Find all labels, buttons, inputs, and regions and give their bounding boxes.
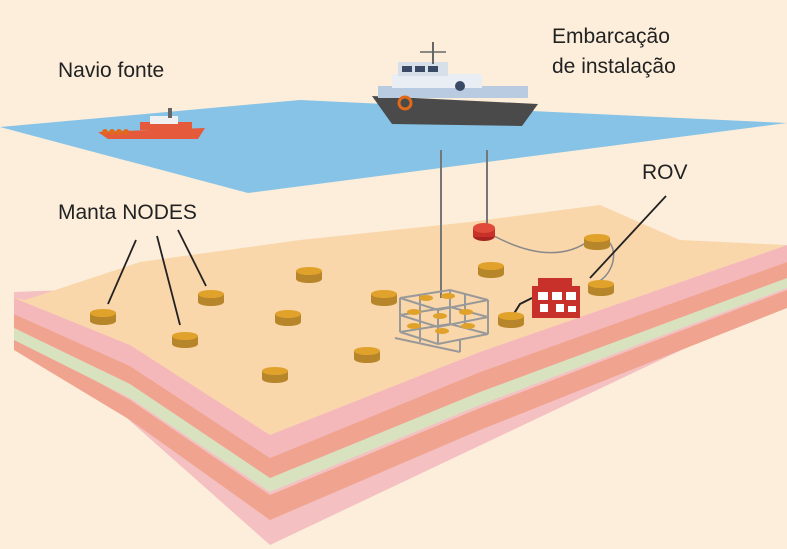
leader-rov — [589, 195, 667, 279]
rov-label: ROV — [642, 161, 688, 184]
rov-icon — [509, 278, 580, 321]
sea-surface — [0, 100, 787, 193]
seismic-node-icon — [407, 323, 421, 329]
buoy-icon — [473, 223, 495, 241]
leader-nodes-1 — [107, 239, 137, 305]
seismic-node-icon — [461, 323, 475, 329]
seismic-node-icon — [262, 367, 288, 383]
installation-vessel-ship-icon — [372, 42, 538, 126]
seismic-node-icon — [275, 310, 301, 326]
seismic-node-icon — [198, 290, 224, 306]
seismic-node-icon — [433, 313, 447, 319]
seismic-node-icon — [478, 262, 504, 278]
seismic-nodes — [90, 234, 614, 383]
stratum-pink-upper — [14, 245, 787, 458]
stratum-salmon-upper — [14, 262, 787, 478]
leader-nodes-2 — [156, 235, 181, 326]
seismic-node-icon — [354, 347, 380, 363]
seismic-node-icon — [584, 234, 610, 250]
seismic-node-icon — [435, 328, 449, 334]
node-basket-icon — [394, 288, 489, 353]
seismic-node-icon — [296, 267, 322, 283]
seismic-node-icon — [588, 280, 614, 296]
installation-vessel-label-line2: de instalação — [552, 55, 676, 78]
stratum-salmon-lower — [14, 290, 787, 520]
nodes-label: Manta NODES — [58, 201, 197, 224]
installation-vessel-label: Embarcação de instalação — [552, 22, 676, 82]
seismic-node-icon — [441, 293, 455, 299]
seismic-node-icon — [419, 295, 433, 301]
leader-lines — [107, 195, 667, 326]
source-vessel-boat-icon — [98, 108, 205, 139]
seismic-node-icon — [498, 312, 524, 328]
seismic-node-icon — [407, 309, 421, 315]
seismic-node-icon — [90, 309, 116, 325]
stratum-green — [14, 278, 787, 492]
leader-nodes-3 — [177, 229, 207, 287]
seismic-node-icon — [459, 309, 473, 315]
seismic-node-icon — [371, 290, 397, 306]
installation-vessel-label-line1: Embarcação — [552, 25, 670, 48]
source-vessel-label: Navio fonte — [58, 59, 165, 82]
seismic-node-icon — [172, 332, 198, 348]
